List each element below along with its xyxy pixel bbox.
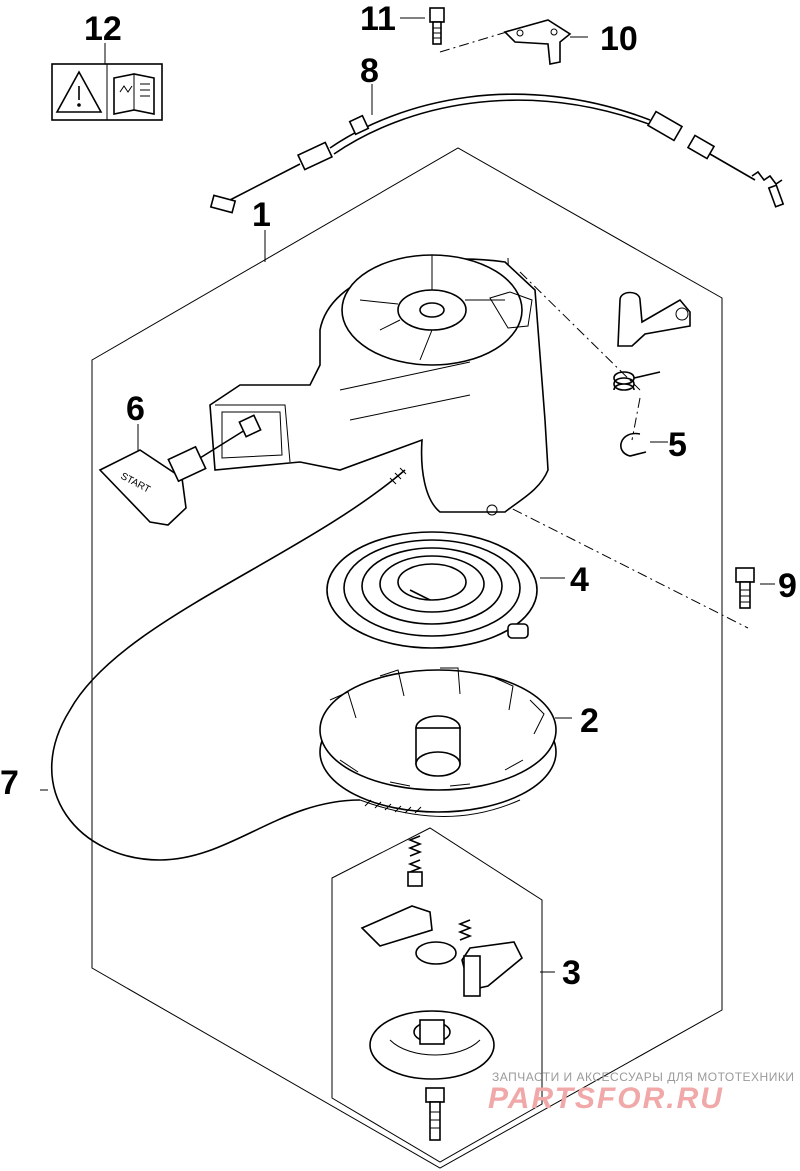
callout-11: 11 (360, 0, 396, 38)
callout-10: 10 (600, 20, 638, 58)
starter-rope-7 (51, 467, 407, 861)
callout-12: 12 (84, 10, 122, 48)
callout-4: 4 (570, 561, 589, 599)
callout-6: 6 (126, 390, 145, 428)
bolt-9 (735, 567, 755, 609)
starter-handle-6: START (98, 414, 262, 526)
assembly-boundary-3 (331, 827, 543, 1163)
warning-label (51, 63, 163, 121)
warning-triangle-icon (55, 70, 103, 113)
callout-labels: 1 2 3 4 5 6 7 8 9 10 11 12 (0, 0, 797, 992)
e-clip-5 (620, 432, 647, 457)
bolt-11 (429, 7, 445, 45)
watermark-tagline: ЗАПЧАСТИ И АКСЕССУАРЫ ДЛЯ МОТОТЕХНИКИ (492, 1070, 795, 1084)
callout-1: 1 (252, 196, 271, 234)
starter-housing-1 (209, 254, 549, 516)
assembly-boundary-1 (91, 147, 723, 1169)
starter-lever (617, 291, 691, 347)
callout-3: 3 (562, 954, 581, 992)
leader-lines (40, 17, 775, 973)
recoil-spring-4 (326, 531, 538, 649)
callout-5: 5 (668, 426, 687, 464)
throttle-cable-8 (209, 93, 785, 214)
cable-bracket-10 (503, 19, 572, 65)
callout-8: 8 (360, 52, 379, 90)
callout-7: 7 (0, 764, 19, 802)
rope-reel-2 (319, 667, 557, 817)
watermark-logo: PARTSFOR.RU (488, 1082, 724, 1115)
manual-book-icon (113, 73, 155, 115)
lever-spring (613, 371, 661, 391)
callout-9: 9 (778, 567, 797, 605)
callout-2: 2 (580, 702, 599, 740)
ratchet-assembly-3 (360, 835, 524, 1141)
